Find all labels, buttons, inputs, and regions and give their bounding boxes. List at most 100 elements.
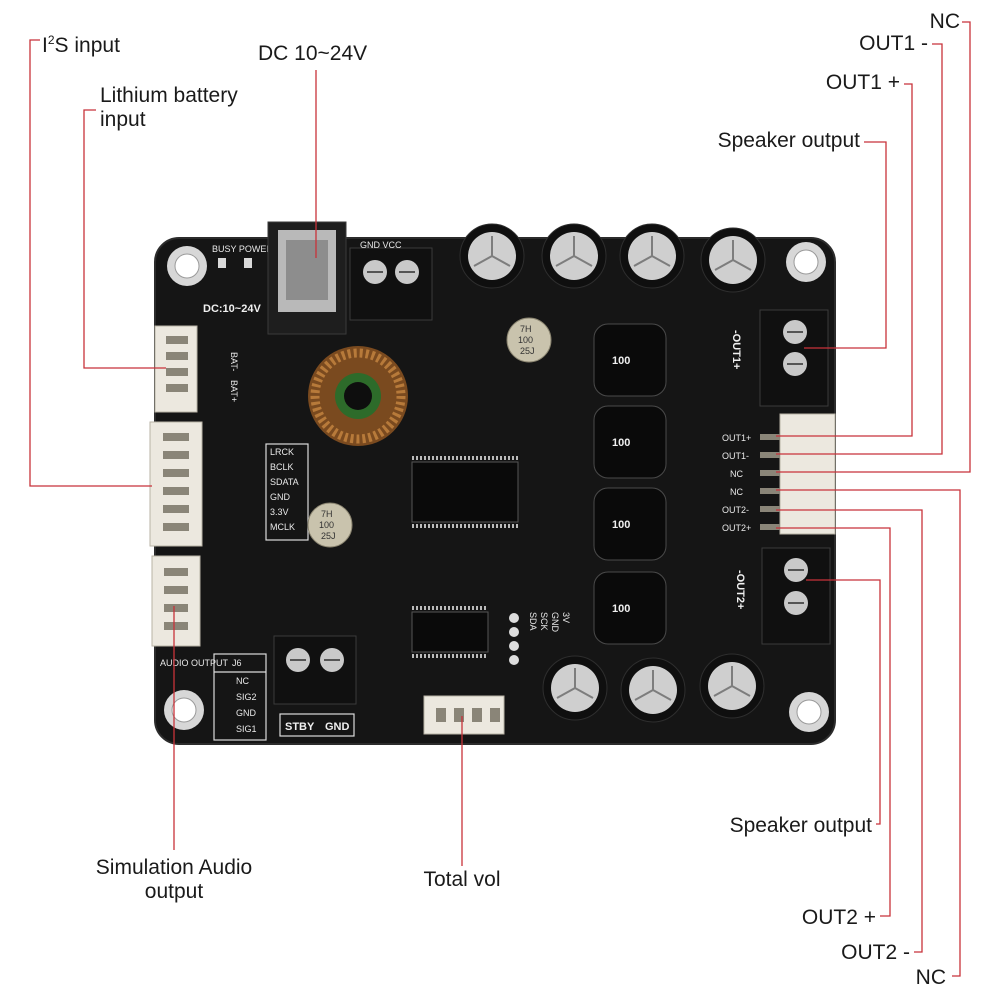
svg-text:7H: 7H bbox=[520, 324, 532, 334]
out-pin-out2-minus: OUT2- bbox=[722, 505, 749, 515]
lead-out2-plus bbox=[776, 527, 891, 917]
svg-text:100: 100 bbox=[612, 603, 630, 615]
amplifier-chip bbox=[411, 456, 519, 528]
j6-pin-sig1: SIG1 bbox=[236, 724, 257, 734]
mounting-hole-bl bbox=[164, 690, 204, 730]
capacitor-top-4 bbox=[700, 227, 766, 293]
dc-rating-silk: DC:10~24V bbox=[203, 303, 261, 315]
out2-plus-label: OUT2 + bbox=[801, 906, 876, 929]
i2s-connector bbox=[149, 421, 203, 547]
output-pin-labels: OUT1+ OUT1- NC NC OUT2- OUT2+ bbox=[722, 433, 751, 533]
gnd-vcc-silk: GND VCC bbox=[360, 240, 402, 250]
audio-output-silk: AUDIO OUTPUT bbox=[160, 658, 229, 668]
svg-text:25J: 25J bbox=[520, 346, 535, 356]
bat-minus-silk: BAT- bbox=[229, 352, 239, 371]
svg-text:100: 100 bbox=[518, 335, 533, 345]
i2s-pin-bclk: BCLK bbox=[270, 462, 294, 472]
output-connector bbox=[760, 413, 836, 535]
out2-screw-terminal bbox=[761, 547, 831, 645]
dc-barrel-jack bbox=[267, 221, 347, 335]
mounting-hole-br bbox=[789, 692, 829, 732]
i2c-header: SDA SCK GND 3V bbox=[509, 612, 571, 665]
speaker-output-top-label: Speaker output bbox=[717, 129, 860, 152]
out1-screw-terminal bbox=[759, 309, 829, 407]
small-capacitor-1: 7H 100 25J bbox=[506, 317, 552, 363]
capacitor-bottom-2 bbox=[620, 657, 686, 723]
i2s-input-label: I2S input bbox=[42, 33, 120, 57]
svg-text:7H: 7H bbox=[321, 509, 333, 519]
lithium-connector bbox=[154, 325, 198, 413]
lead-lithium bbox=[83, 109, 166, 369]
3v-silk: 3V bbox=[561, 612, 571, 623]
j6-pin-sig2: SIG2 bbox=[236, 692, 257, 702]
out2-block-silk: -OUT2+ bbox=[734, 570, 746, 609]
sck-silk: SCK bbox=[539, 612, 549, 631]
small-capacitor-2: 7H 100 25J bbox=[307, 502, 353, 548]
svg-text:100: 100 bbox=[319, 520, 334, 530]
j6-silk: J6 bbox=[232, 658, 242, 668]
capacitor-top-1 bbox=[459, 223, 525, 289]
inductor-1: 100 bbox=[593, 323, 667, 397]
sda-silk: SDA bbox=[528, 612, 538, 631]
gnd-silk: GND bbox=[325, 721, 350, 733]
mounting-hole-tl bbox=[167, 246, 207, 286]
svg-text:100: 100 bbox=[612, 437, 630, 449]
lithium-battery-label: Lithium battery input bbox=[100, 84, 238, 131]
pcb-board: BUSY POWER DC:10~24V GND VCC BAT- BAT+ bbox=[149, 221, 836, 745]
capacitor-bottom-1 bbox=[542, 655, 608, 721]
stby-silk: STBY bbox=[285, 721, 315, 733]
out1-minus-label: OUT1 - bbox=[859, 32, 928, 55]
simulation-audio-output-label: Simulation Audio output bbox=[95, 856, 253, 903]
mounting-hole-tr bbox=[786, 242, 826, 282]
i2s-pin-labels: LRCK BCLK SDATA GND 3.3V MCLK bbox=[265, 443, 309, 541]
lead-nc-top bbox=[776, 21, 971, 473]
leader-lines bbox=[29, 21, 971, 977]
inductor-3: 100 bbox=[593, 487, 667, 561]
lead-out1-minus bbox=[776, 43, 943, 455]
lead-out2-minus bbox=[776, 509, 923, 953]
lead-out1-plus bbox=[776, 83, 913, 437]
speaker-output-bottom-label: Speaker output bbox=[729, 814, 872, 837]
j6-pin-nc: NC bbox=[236, 676, 249, 686]
svg-text:100: 100 bbox=[612, 519, 630, 531]
out-pin-nc-1: NC bbox=[730, 469, 743, 479]
out-pin-nc-2: NC bbox=[730, 487, 743, 497]
audio-output-connector bbox=[151, 555, 201, 647]
busy-power-silk: BUSY POWER bbox=[212, 244, 273, 254]
j6-pin-gnd: GND bbox=[236, 708, 257, 718]
dc-input-label: DC 10~24V bbox=[258, 42, 368, 65]
bat-plus-silk: BAT+ bbox=[229, 380, 239, 402]
svg-text:100: 100 bbox=[612, 355, 630, 367]
nc-top-label: NC bbox=[929, 10, 960, 33]
j6-table: J6 NC SIG2 GND SIG1 bbox=[213, 653, 267, 741]
out1-plus-label: OUT1 + bbox=[825, 71, 900, 94]
gnd-pin-silk: GND bbox=[550, 612, 560, 633]
svg-text:25J: 25J bbox=[321, 531, 336, 541]
out1-block-silk: -OUT1+ bbox=[730, 330, 742, 369]
out-pin-out1-plus: OUT1+ bbox=[722, 433, 751, 443]
capacitor-top-3 bbox=[619, 223, 685, 289]
inductor-4: 100 bbox=[593, 571, 667, 645]
i2s-pin-mclk: MCLK bbox=[270, 522, 295, 532]
total-vol-label: Total vol bbox=[423, 868, 501, 891]
lead-i2s bbox=[29, 39, 152, 487]
lead-nc-bottom bbox=[776, 489, 961, 977]
toroid-inductor bbox=[308, 346, 408, 446]
inductor-2: 100 bbox=[593, 405, 667, 479]
i2s-pin-lrck: LRCK bbox=[270, 447, 294, 457]
out2-minus-label: OUT2 - bbox=[841, 941, 910, 964]
out-pin-out2-plus: OUT2+ bbox=[722, 523, 751, 533]
stby-screw-terminal: STBY GND bbox=[273, 635, 357, 737]
out-pin-out1-minus: OUT1- bbox=[722, 451, 749, 461]
lead-speaker-bottom bbox=[806, 579, 881, 825]
i2s-pin-gnd: GND bbox=[270, 492, 291, 502]
secondary-chip bbox=[411, 606, 489, 658]
capacitor-bottom-3 bbox=[699, 653, 765, 719]
power-screw-terminal bbox=[349, 247, 433, 321]
nc-bottom-label: NC bbox=[915, 966, 946, 989]
i2s-pin-sdata: SDATA bbox=[270, 477, 299, 487]
lead-speaker-top bbox=[804, 141, 887, 349]
i2s-pin-3v3: 3.3V bbox=[270, 507, 289, 517]
total-vol-connector bbox=[423, 695, 505, 735]
